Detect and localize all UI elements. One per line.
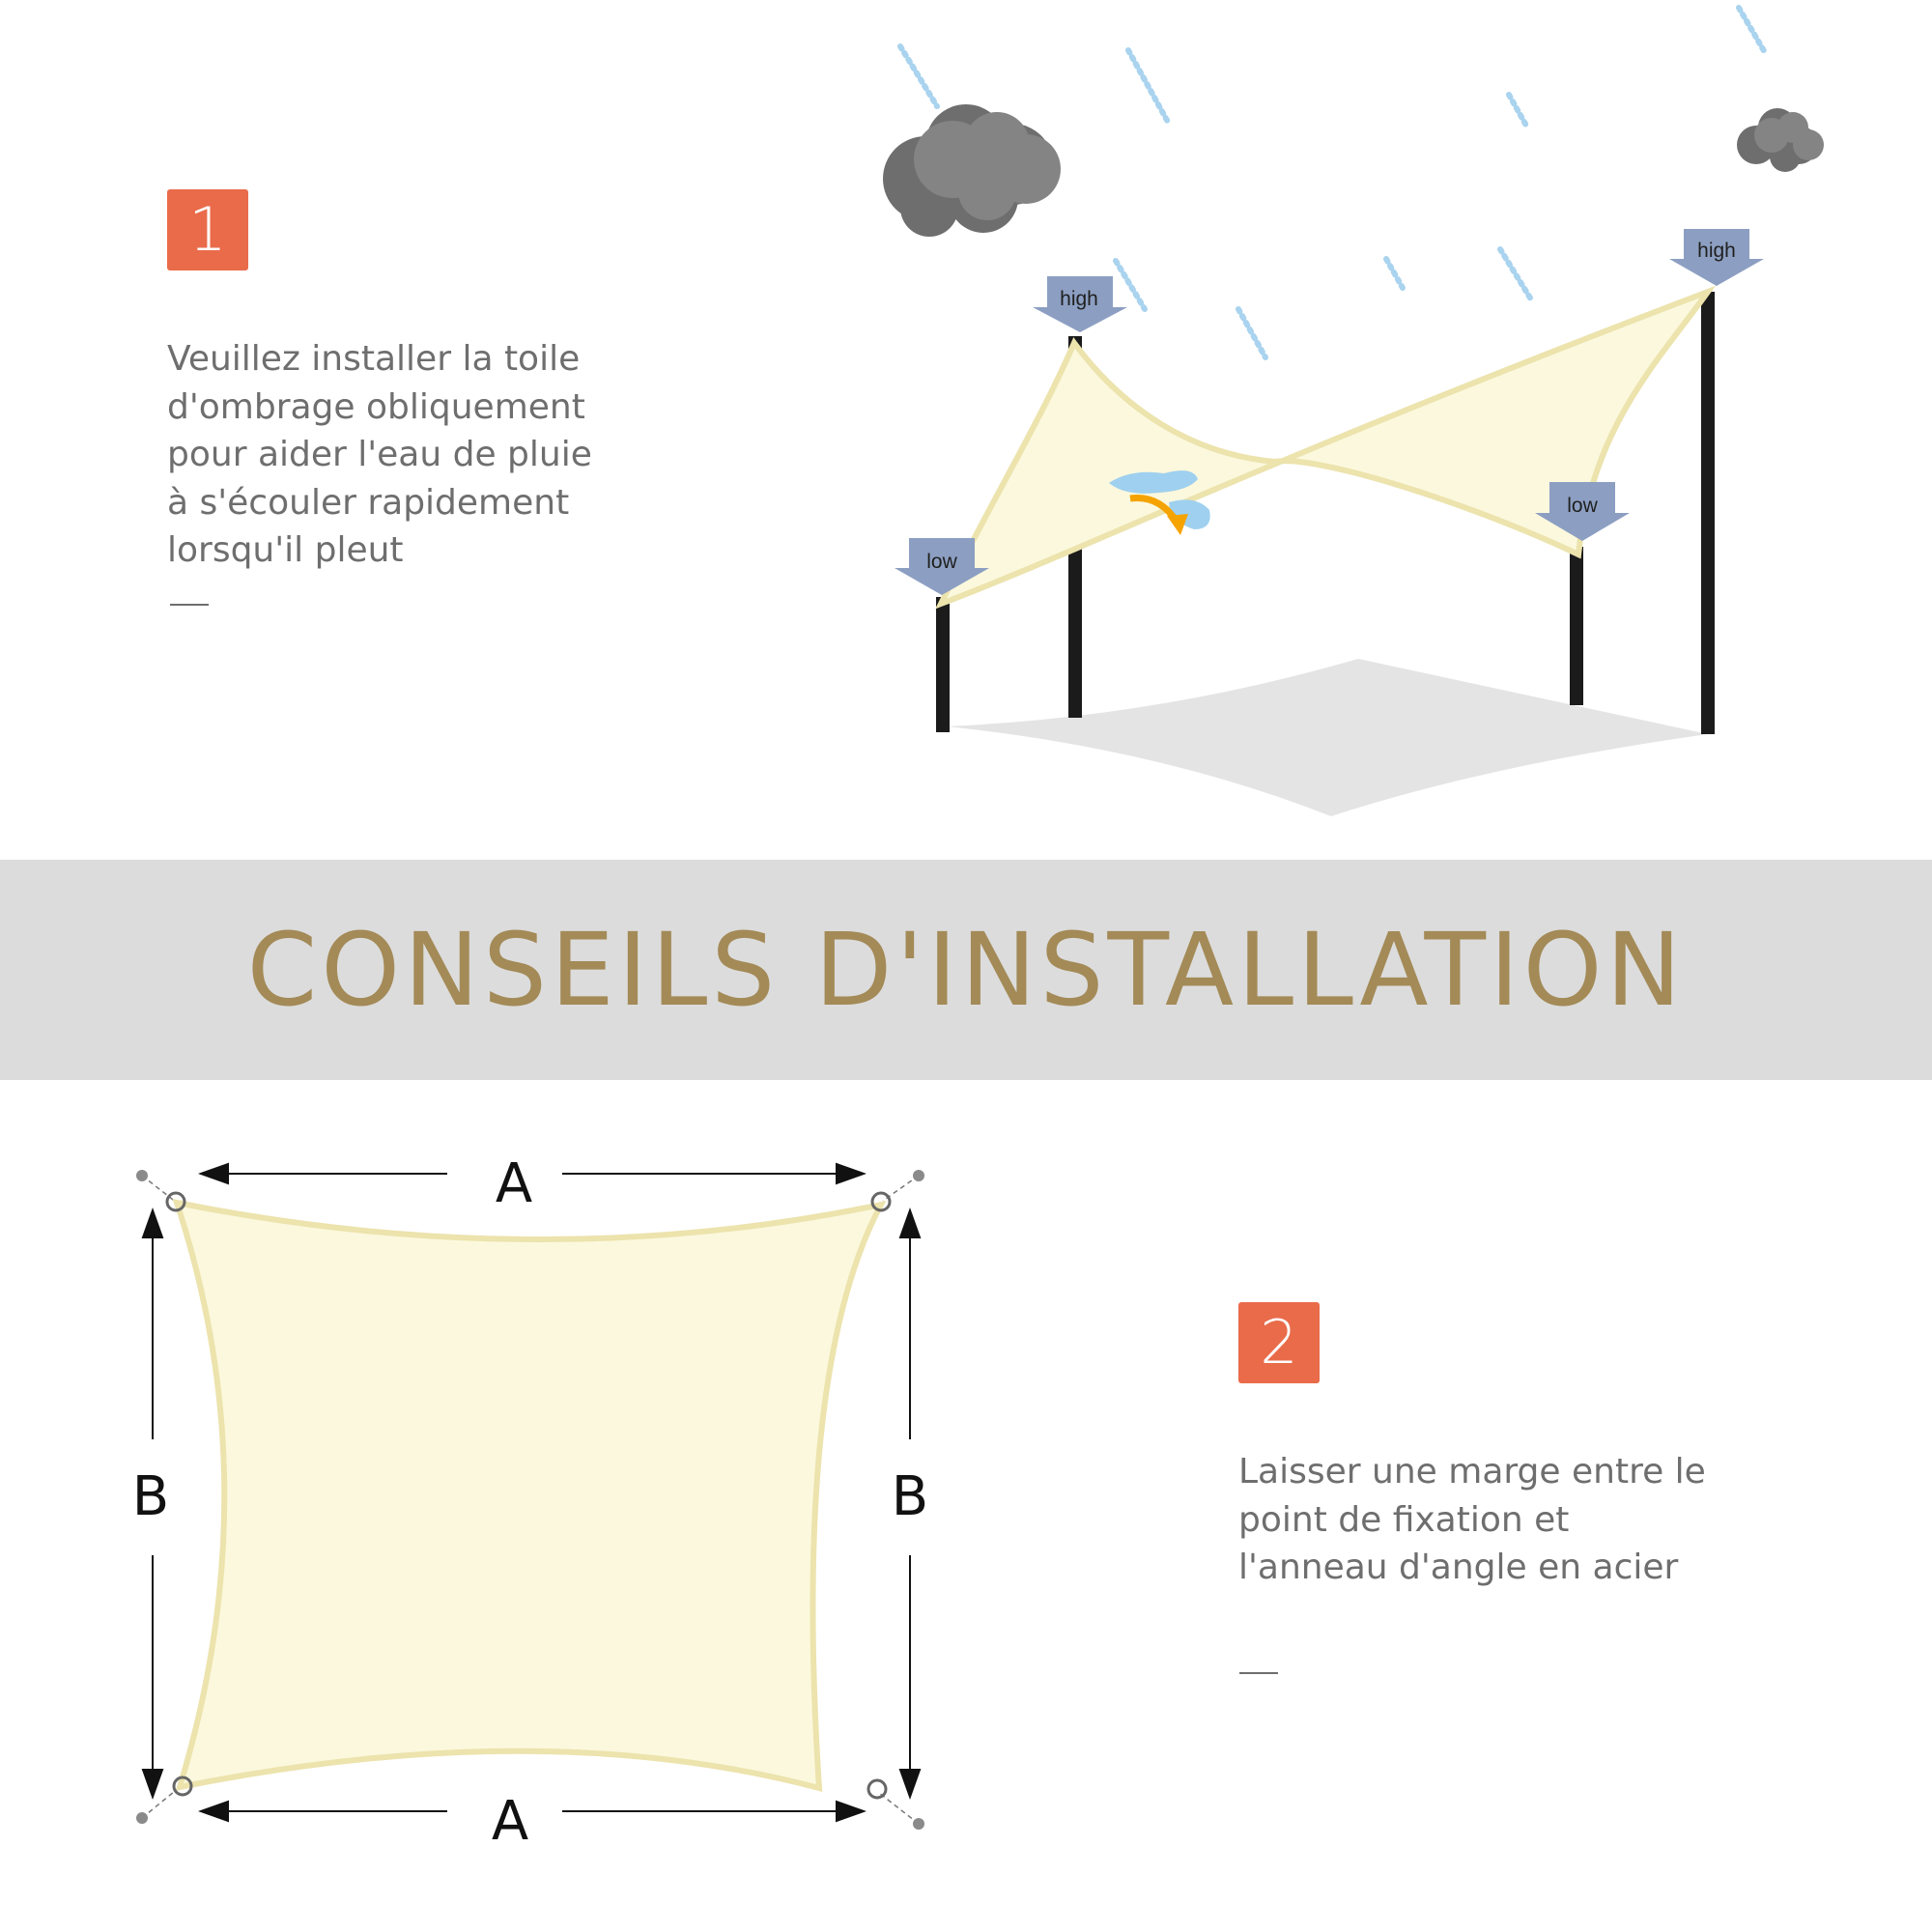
dimension-label-b: B [892, 1465, 928, 1528]
low-label: low [926, 551, 957, 573]
rectangular-sail [172, 1199, 887, 1792]
step-2-line: Laisser une marge entre le [1238, 1452, 1706, 1492]
corner-ring-icon [165, 1191, 892, 1800]
step-2-badge: 2 [1238, 1302, 1320, 1383]
step-1-badge: 1 [167, 189, 248, 270]
step-1-line: pour aider l'eau de pluie [167, 435, 592, 474]
cloud-icon [883, 104, 1061, 237]
slanted-sail-diagram: high high low low [883, 5, 1824, 816]
shade-sail [935, 285, 1717, 610]
step-1-text: Veuillez installer la toile d'ombrage ob… [167, 335, 592, 575]
page-title: CONSEILS D'INSTALLATION [246, 911, 1686, 1029]
low-label: low [1567, 495, 1598, 517]
low-marker-left: low [895, 538, 989, 595]
high-marker-left: high [1033, 276, 1127, 332]
dimension-label-a: A [492, 1790, 528, 1853]
dimension-a-bottom [198, 1800, 867, 1823]
high-marker-right: high [1669, 229, 1764, 286]
dimension-a-top [198, 1162, 867, 1185]
high-label: high [1697, 240, 1736, 262]
step-1-line: Veuillez installer la toile [167, 339, 581, 379]
step-2-line: point de fixation et [1238, 1499, 1570, 1540]
step-1-line: à s'écouler rapidement [167, 482, 570, 523]
water-icon [1109, 470, 1210, 535]
dimension-b-right [898, 1208, 922, 1800]
step-2-text: Laisser une marge entre le point de fixa… [1238, 1448, 1706, 1592]
step-1-line: lorsqu'il pleut [167, 530, 404, 570]
dimension-label-a: A [496, 1152, 532, 1215]
title-banner: CONSEILS D'INSTALLATION [0, 860, 1932, 1080]
dimension-label-b: B [132, 1465, 169, 1528]
step-2-divider [1239, 1672, 1278, 1674]
rain-icon [897, 5, 1769, 360]
step-1-divider [170, 604, 209, 606]
cloud-icon [1737, 108, 1824, 172]
high-label: high [1060, 288, 1098, 310]
ground-shadow [947, 659, 1708, 816]
anchor-points [136, 1170, 924, 1830]
step-2-line: l'anneau d'angle en acier [1238, 1548, 1679, 1587]
step-1-line: d'ombrage obliquement [167, 386, 585, 427]
dimension-b-left [141, 1208, 164, 1800]
low-marker-right: low [1535, 482, 1630, 541]
